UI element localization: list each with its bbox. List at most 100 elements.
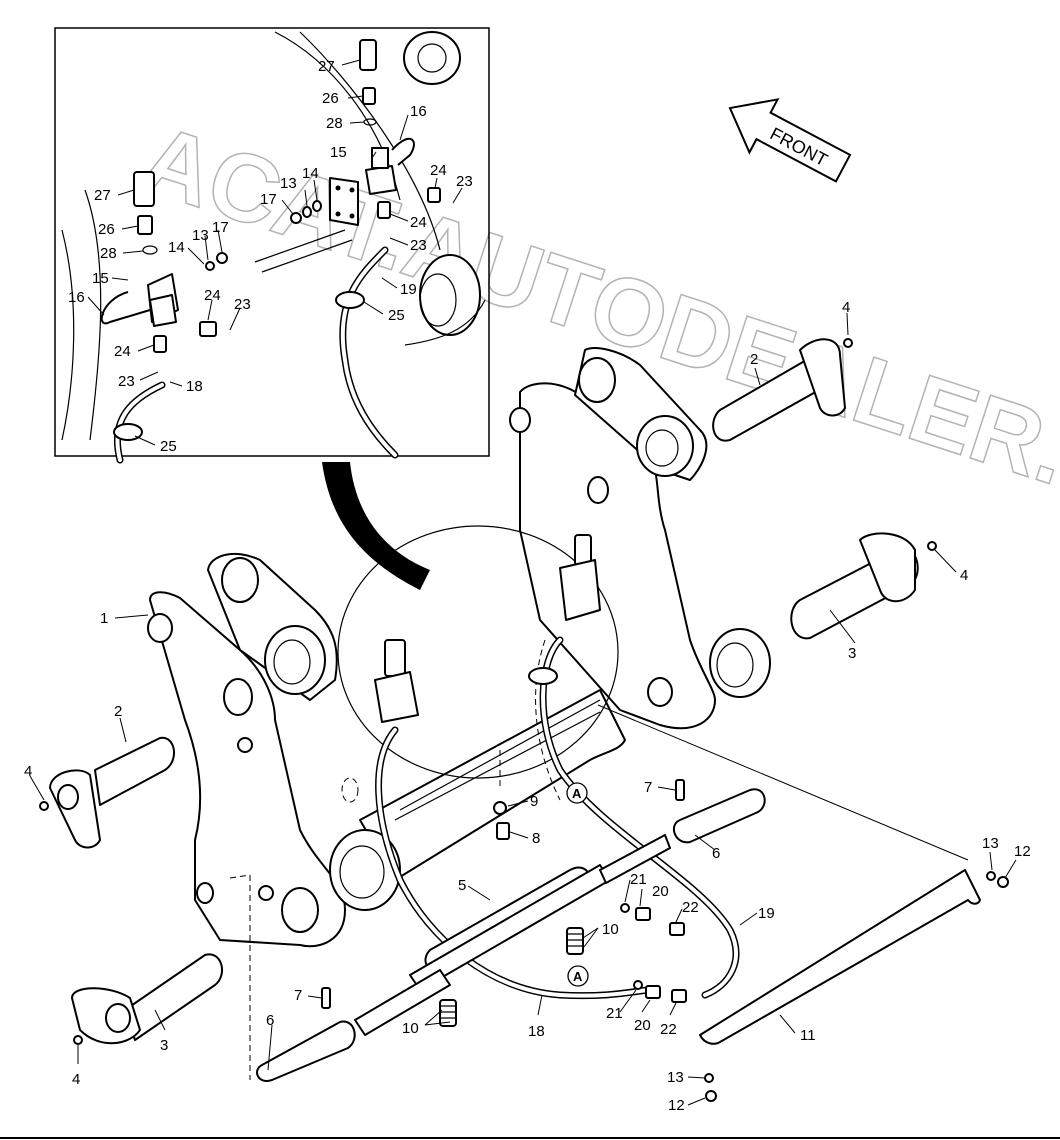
callout-7: 7 bbox=[294, 987, 302, 1004]
bolt-8 bbox=[496, 822, 510, 840]
left-lower-hole bbox=[281, 887, 319, 933]
inset-callout-13: 13 bbox=[280, 175, 297, 192]
inset-coupler-27 bbox=[359, 39, 377, 71]
svg-text:A: A bbox=[572, 786, 582, 801]
inset-callout-23: 23 bbox=[410, 237, 427, 254]
svg-text:A: A bbox=[573, 969, 583, 984]
inset-frame bbox=[54, 27, 490, 457]
callout-21: 21 bbox=[630, 871, 647, 888]
inset-callout-16: 16 bbox=[68, 289, 85, 306]
inset-callout-24: 24 bbox=[114, 343, 131, 360]
spring-10 bbox=[566, 927, 584, 955]
callout-20: 20 bbox=[634, 1017, 651, 1034]
inset-pin-boss bbox=[403, 31, 461, 85]
callout-2: 2 bbox=[750, 351, 758, 368]
inset-callout-26: 26 bbox=[98, 221, 115, 238]
manifold-right bbox=[559, 559, 601, 621]
inset-pin-hole bbox=[417, 43, 447, 73]
inset-callout-27: 27 bbox=[94, 187, 111, 204]
detail-circle bbox=[337, 525, 619, 779]
manifold-left bbox=[374, 671, 419, 723]
bolt-12 bbox=[997, 876, 1009, 888]
washer-13 bbox=[986, 871, 996, 881]
inset-crossbar bbox=[254, 229, 346, 263]
pin-2-left bbox=[49, 736, 175, 849]
front-arrow-shape bbox=[728, 98, 852, 183]
pin-3-left bbox=[71, 953, 224, 1045]
inset-adapter-26 bbox=[362, 87, 376, 105]
callout-10: 10 bbox=[402, 1020, 419, 1037]
washer-9 bbox=[493, 801, 507, 815]
inset-callout-17: 17 bbox=[260, 191, 277, 208]
inset-callout-26: 26 bbox=[322, 90, 339, 107]
callout-21: 21 bbox=[606, 1005, 623, 1022]
left-pin-hole bbox=[223, 678, 253, 716]
right-top-hole bbox=[509, 407, 531, 433]
callout-4: 4 bbox=[24, 763, 32, 780]
lock-4 bbox=[843, 338, 853, 348]
right-side-plate bbox=[519, 382, 716, 730]
callout-7: 7 bbox=[644, 779, 652, 796]
adapter-20b bbox=[645, 985, 661, 999]
callout-12: 12 bbox=[668, 1097, 685, 1114]
inset-washer-13 bbox=[302, 206, 312, 218]
inset-callout-13: 13 bbox=[192, 227, 209, 244]
inset-adapter-24d bbox=[153, 335, 167, 353]
inset-frame-edge bbox=[404, 299, 486, 346]
inset-adapter-26b bbox=[137, 215, 153, 235]
inset-callout-24: 24 bbox=[204, 287, 221, 304]
callout-6: 6 bbox=[266, 1012, 274, 1029]
pin-2-right bbox=[712, 338, 846, 442]
callout-13: 13 bbox=[982, 835, 999, 852]
inset-crossbar bbox=[261, 239, 353, 273]
inset-frame-edge bbox=[299, 31, 441, 251]
callout-5: 5 bbox=[458, 877, 466, 894]
inset-tee-fitting-left bbox=[149, 294, 177, 327]
callout-18: 18 bbox=[528, 1023, 545, 1040]
callout-19: 19 bbox=[758, 905, 775, 922]
callout-3: 3 bbox=[848, 645, 856, 662]
detail-ref-a-lower: A bbox=[567, 965, 589, 987]
pin-3-right bbox=[790, 532, 919, 640]
inset-callout-14: 14 bbox=[302, 165, 319, 182]
inset-callout-23: 23 bbox=[234, 296, 251, 313]
cross-tube bbox=[359, 689, 626, 881]
hose-grommet bbox=[528, 667, 558, 685]
callout-9: 9 bbox=[530, 793, 538, 810]
grease-fitting bbox=[258, 885, 274, 901]
callout-22: 22 bbox=[660, 1021, 677, 1038]
inset-oring-28 bbox=[363, 118, 377, 126]
callout-8: 8 bbox=[532, 830, 540, 847]
lock-4c bbox=[39, 801, 49, 811]
oring-21 bbox=[620, 903, 630, 913]
callouts: 1 2 2 3 3 4 4 4 4 5 6 6 7 7 8 9 10 10 11… bbox=[24, 58, 1031, 1114]
inset-callout-23: 23 bbox=[118, 373, 135, 390]
right-upper-bushing bbox=[578, 357, 616, 403]
inset-left-edge bbox=[61, 229, 75, 441]
inset-callout-25: 25 bbox=[388, 307, 405, 324]
callout-leaders bbox=[29, 59, 1017, 1106]
inset-coupler-27b bbox=[133, 171, 155, 207]
callout-20: 20 bbox=[652, 883, 669, 900]
inset-nut-17 bbox=[290, 212, 302, 224]
spring-10b bbox=[439, 999, 457, 1027]
inset-callout-17: 17 bbox=[212, 219, 229, 236]
left-mid-boss bbox=[264, 625, 326, 695]
inset-washer-13b bbox=[205, 261, 215, 271]
inset-tee-fitting bbox=[365, 165, 397, 195]
inset-u-bolt bbox=[391, 137, 415, 166]
inset-callout-15: 15 bbox=[92, 270, 109, 287]
callout-13: 13 bbox=[667, 1069, 684, 1086]
inset-nut-17b bbox=[216, 252, 228, 264]
inset-callout-24: 24 bbox=[430, 162, 447, 179]
lock-4d bbox=[73, 1035, 83, 1045]
rod-extension bbox=[599, 834, 671, 884]
pin-7b bbox=[321, 987, 331, 1009]
inset-grommet-25 bbox=[335, 291, 365, 309]
pin-7 bbox=[675, 779, 685, 801]
callout-1: 1 bbox=[100, 610, 108, 627]
pin-6-upper bbox=[672, 788, 766, 844]
front-direction-arrow: FRONT bbox=[728, 98, 852, 183]
coupler-left bbox=[384, 639, 406, 677]
